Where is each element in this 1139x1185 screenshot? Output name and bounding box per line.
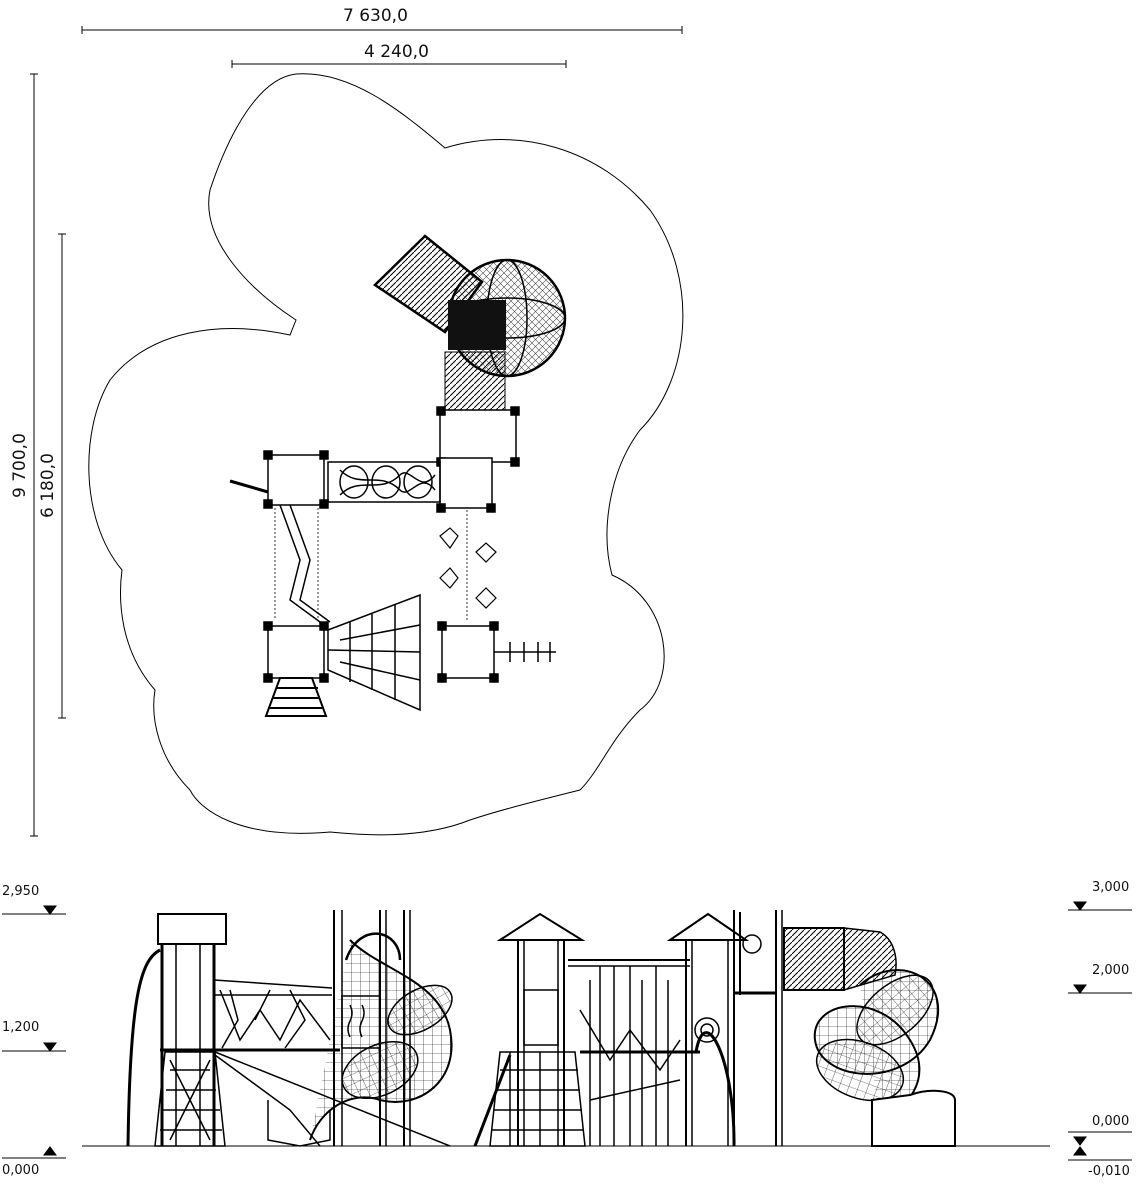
level-marker-left-top (2, 905, 66, 915)
level-marker-left-ground (2, 1146, 66, 1159)
tower-bottom-right (437, 621, 499, 683)
tube-tunnel-top (373, 234, 506, 350)
elevation-right (473, 910, 956, 1147)
tower-mid-right (436, 457, 496, 513)
climbing-holds (439, 527, 497, 609)
dimension-label-overall-width: 7 630,0 (343, 6, 408, 26)
dimension-line-overall-height (30, 73, 38, 837)
elevation-left (126, 910, 453, 1147)
tower-bottom-left (263, 621, 329, 683)
level-label-left-ground: 0,000 (2, 1163, 40, 1178)
level-marker-right-middle (1068, 984, 1132, 994)
dimension-label-overall-height: 9 700,0 (10, 433, 30, 498)
dimension-label-inner-height: 6 180,0 (38, 453, 58, 518)
level-label-right-below: -0,010 (1088, 1164, 1130, 1179)
elevation-view (2, 901, 1132, 1161)
safety-zone-outline (88, 73, 684, 836)
level-label-right-ground: 0,000 (1092, 1114, 1130, 1129)
dimension-line-inner-height (58, 233, 66, 719)
plan-view (30, 26, 684, 837)
dimension-line-inner-width (231, 60, 567, 68)
tower-top-right (436, 406, 520, 467)
level-label-left-top: 2,950 (2, 884, 40, 899)
bridge-horizontal (327, 461, 441, 503)
tower-mid-left (263, 450, 329, 509)
connector-ladder (274, 504, 468, 623)
level-marker-right-top (1068, 901, 1132, 911)
dimension-line-overall-width (81, 26, 683, 34)
slide-lever (229, 479, 269, 494)
level-label-right-middle: 2,000 (1092, 963, 1130, 978)
dimension-label-inner-width: 4 240,0 (364, 42, 429, 62)
stepping-poles (494, 642, 556, 662)
bridge-vertical (444, 351, 506, 411)
climbing-net (327, 593, 421, 712)
level-label-right-top: 3,000 (1092, 880, 1130, 895)
level-marker-right-ground (1068, 1131, 1132, 1161)
level-label-left-middle: 1,200 (2, 1020, 40, 1035)
level-marker-left-middle (2, 1042, 66, 1052)
stairs-plan (264, 677, 328, 717)
